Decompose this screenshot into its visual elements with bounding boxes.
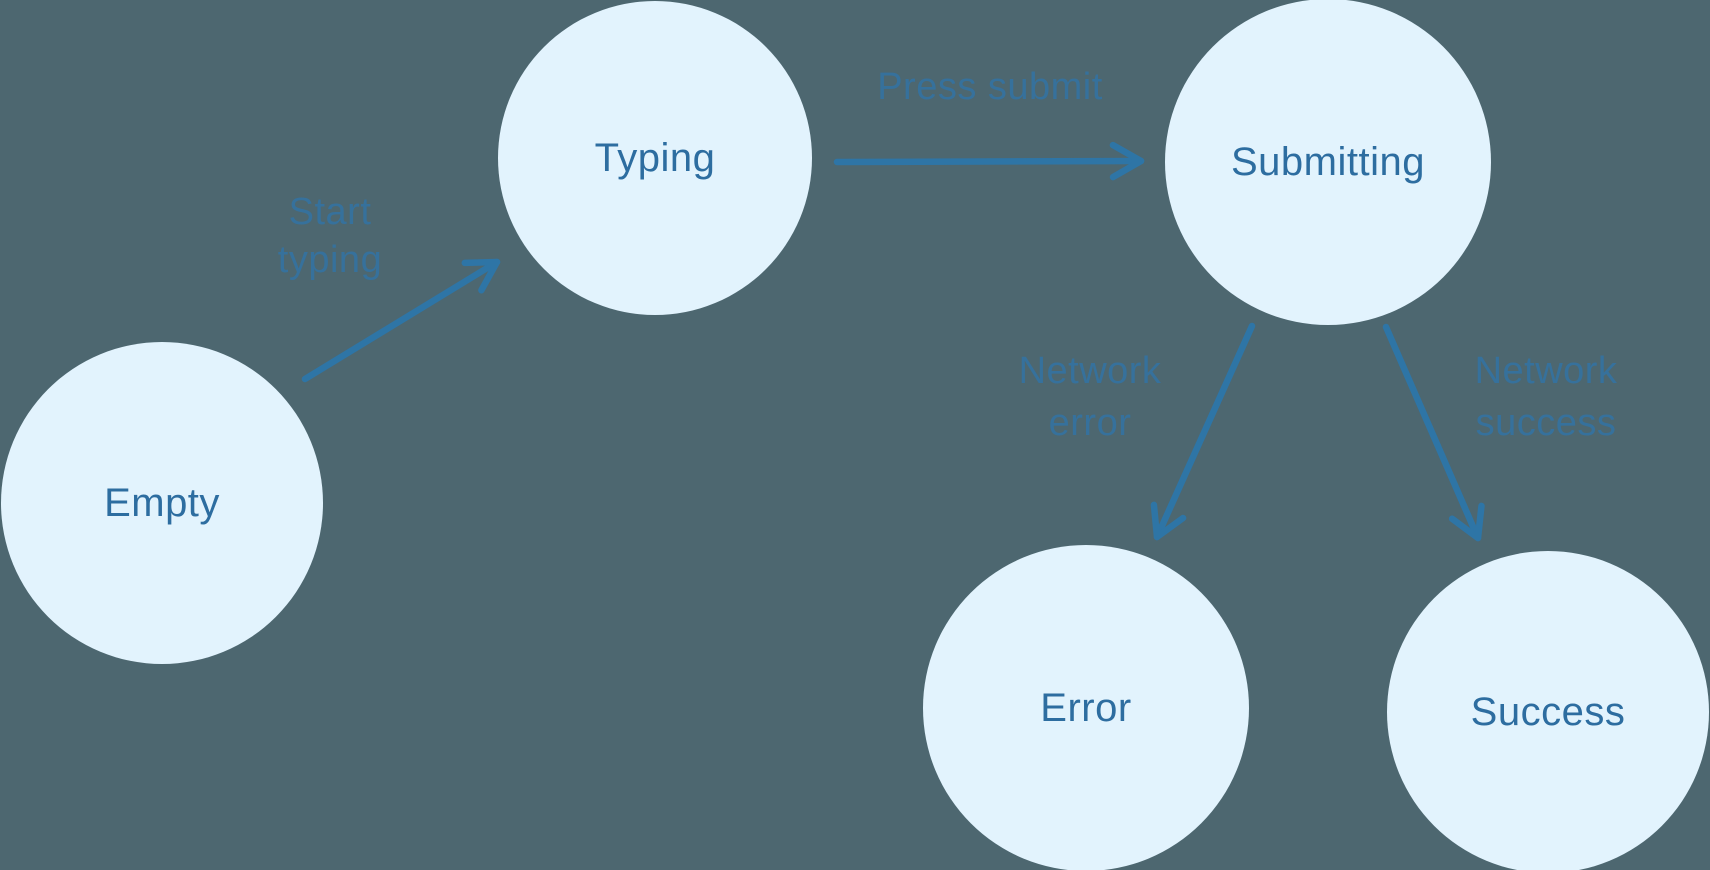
node-label-success: Success bbox=[1470, 689, 1626, 734]
state-node-error: Error bbox=[923, 545, 1249, 870]
node-label-submitting: Submitting bbox=[1231, 139, 1425, 184]
node-label-empty: Empty bbox=[104, 480, 220, 525]
state-node-typing: Typing bbox=[498, 1, 812, 315]
state-node-submitting: Submitting bbox=[1165, 0, 1491, 325]
edge-label-network-error: Network error bbox=[1018, 350, 1162, 444]
node-label-typing: Typing bbox=[594, 135, 716, 180]
node-label-error: Error bbox=[1040, 685, 1132, 730]
edge-label-press-submit: Press submit bbox=[877, 66, 1103, 108]
state-node-success: Success bbox=[1387, 551, 1709, 870]
edge-label-start-typing: Start typing bbox=[277, 191, 383, 281]
state-node-empty: Empty bbox=[1, 342, 323, 664]
edge-typing-to-submitting bbox=[833, 141, 1145, 181]
edge-label-network-success: Network success bbox=[1474, 350, 1618, 444]
